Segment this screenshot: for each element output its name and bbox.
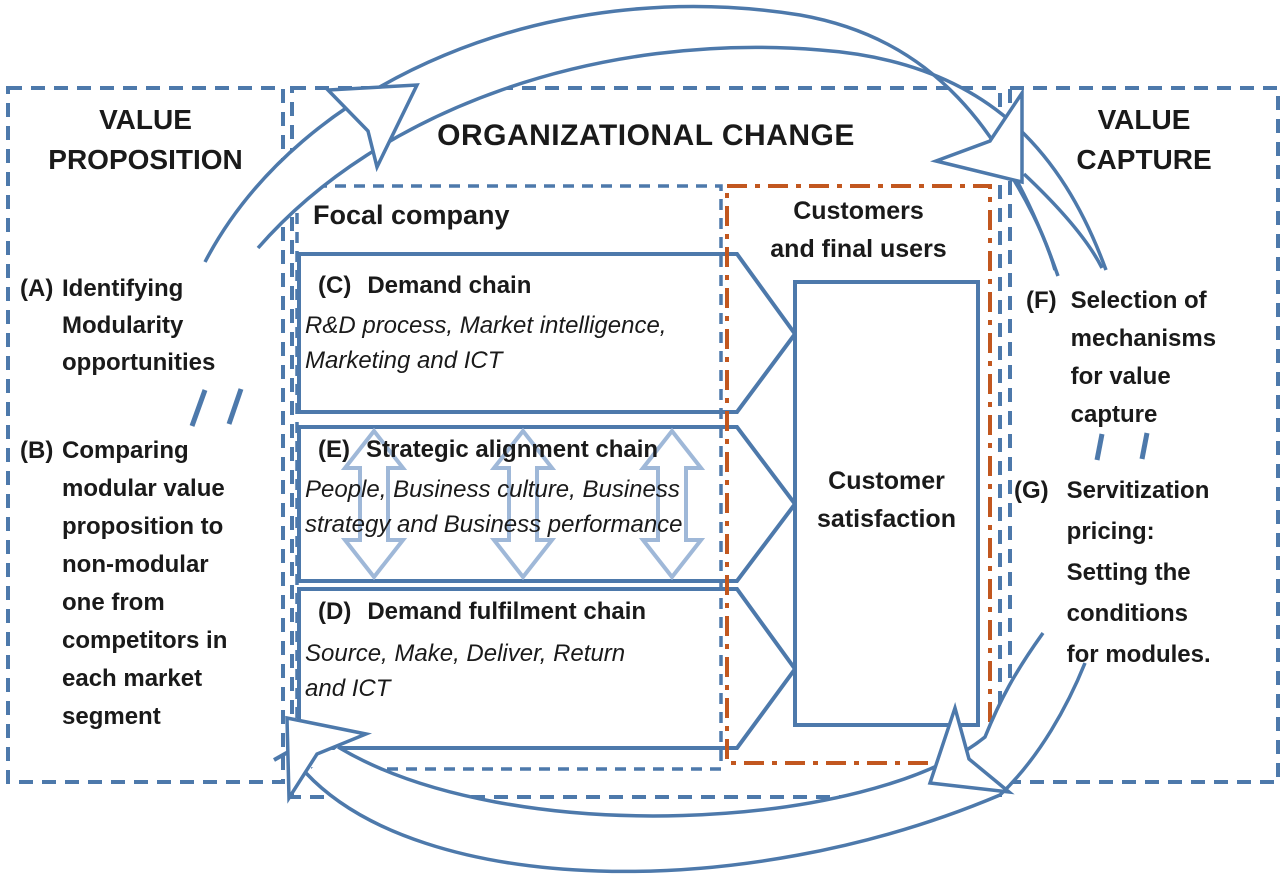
value-proposition-title: VALUE PROPOSITION	[48, 104, 243, 175]
item-a-label: (A)	[20, 275, 54, 302]
customer-satisfaction-label: Customer satisfaction	[817, 467, 956, 533]
connector-mark-a-b	[189, 389, 208, 427]
chain-e-heading: (E) Strategic alignment chain	[318, 436, 658, 464]
cycle-ribbon-top-outer-edge	[203, 4, 1060, 277]
chain-d-title: Demand fulfilment chain	[367, 598, 647, 625]
item-g: (G) Servitization pricing: Setting the c…	[1014, 470, 1211, 675]
item-g-label: (G)	[1014, 477, 1049, 504]
item-f-text: Selection of mechanisms for value captur…	[1070, 287, 1217, 428]
cycle-arrowhead-top-left	[324, 83, 420, 173]
value-capture-title: VALUE CAPTURE	[1076, 104, 1212, 175]
chain-e-label: (E)	[318, 436, 350, 463]
chain-c-title: Demand chain	[367, 272, 532, 299]
value-proposition-panel-border	[6, 86, 285, 784]
connector-mark-f-g	[1139, 432, 1150, 460]
connector-mark-f-g	[1094, 433, 1105, 461]
customers-header: Customers and final users	[770, 197, 947, 263]
cycle-ribbon-bottom-outer-edge	[304, 662, 1087, 874]
chain-c-shape	[297, 252, 798, 414]
cycle-ribbon-bottom	[306, 633, 1085, 872]
item-b: (B) Comparing modular value proposition …	[20, 432, 227, 736]
item-b-text: Comparing modular value proposition to n…	[62, 437, 228, 730]
chain-e-subtitle: People, Business culture, Business strat…	[305, 476, 683, 538]
cycle-ribbon-top	[205, 6, 1106, 276]
cycle-arrowhead-bottom-right	[927, 701, 1015, 795]
focal-company-box-border	[295, 184, 723, 771]
customers-box-border	[725, 184, 992, 765]
focal-company-label: Focal company	[313, 200, 510, 230]
value-capture-panel-border	[1008, 86, 1280, 784]
cycle-arrowhead-top-right	[930, 87, 1024, 185]
connector-mark-a-b	[226, 388, 244, 425]
item-f-label: (F)	[1026, 287, 1057, 314]
chain-c-heading: (C) Demand chain	[318, 272, 531, 300]
chain-d-heading: (D) Demand fulfilment chain	[318, 598, 646, 626]
cycle-ribbon-bottom-inner-edge	[337, 631, 1045, 818]
item-f: (F) Selection of mechanisms for value ca…	[1026, 282, 1216, 434]
ribbon-tail-top-right	[1022, 172, 1104, 269]
organizational-change-title: ORGANIZATIONAL CHANGE	[437, 119, 855, 152]
organizational-change-panel-border	[290, 86, 1002, 799]
customer-satisfaction-box	[793, 280, 980, 727]
chain-d-label: (D)	[318, 598, 352, 625]
chain-e-title: Strategic alignment chain	[366, 436, 659, 463]
item-a: (A) Identifying Modularity opportunities	[20, 270, 215, 381]
item-b-label: (B)	[20, 437, 54, 464]
item-a-text: Identifying Modularity opportunities	[62, 275, 216, 376]
chain-c-label: (C)	[318, 272, 352, 299]
chain-d-subtitle: Source, Make, Deliver, Return and ICT	[305, 640, 626, 702]
item-g-text: Servitization pricing: Setting the condi…	[1066, 477, 1211, 668]
cycle-arrowhead-bottom-left	[285, 715, 373, 804]
chain-c-subtitle: R&D process, Market intelligence, Market…	[305, 312, 667, 374]
